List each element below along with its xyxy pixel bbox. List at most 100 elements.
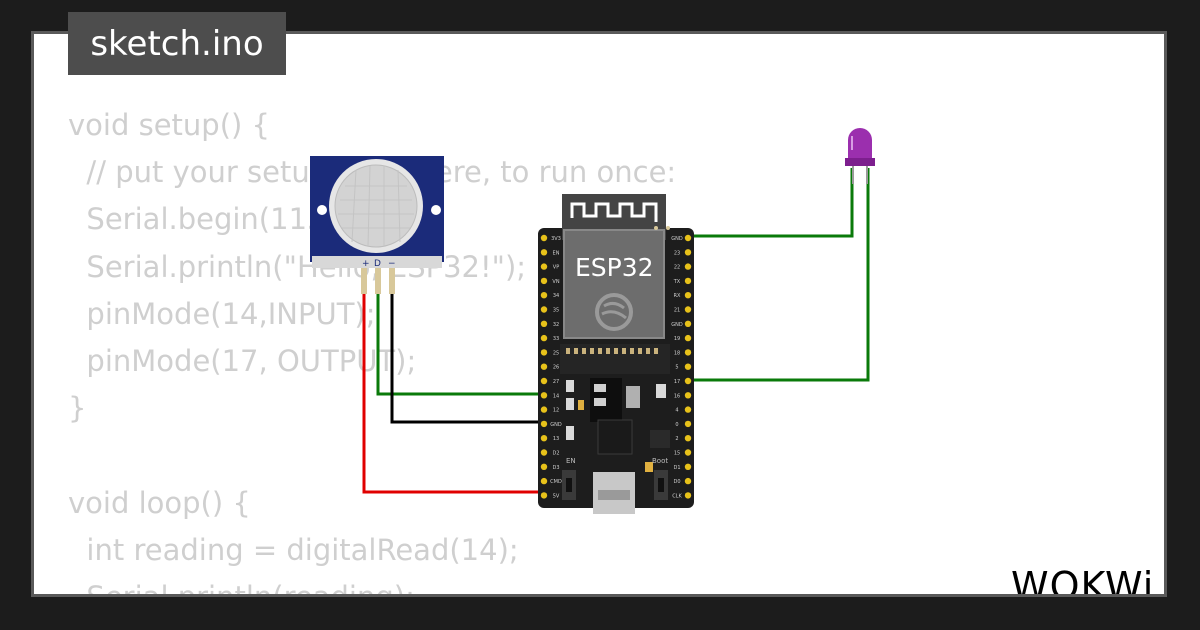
wire-pir-gnd — [390, 270, 545, 424]
wire-17-led — [690, 168, 870, 382]
esp32-board[interactable]: ESP32 EN Boot — [538, 194, 694, 514]
pin-label: D2 — [552, 451, 559, 457]
pin-label: 25 — [553, 350, 559, 356]
wire-gnd-led — [690, 168, 854, 238]
pin-right-5[interactable] — [684, 306, 692, 313]
pin-left-1[interactable] — [540, 249, 548, 256]
pin-label: 5 — [675, 365, 678, 371]
code-line: void setup() { — [68, 108, 270, 142]
pin-right-14[interactable] — [684, 435, 692, 442]
pin-right-6[interactable] — [684, 320, 692, 327]
pin-label: 4 — [675, 408, 678, 414]
pin-label: D3 — [552, 465, 559, 471]
boot-button-label: Boot — [652, 457, 668, 465]
pin-label: 12 — [553, 408, 559, 414]
pin-label: VN — [552, 279, 559, 285]
pin-label: 17 — [674, 379, 680, 385]
pin-left-9[interactable] — [540, 363, 548, 370]
circuit-diagram: + D − ESP32 — [310, 128, 875, 514]
pin-left-6[interactable] — [540, 320, 548, 327]
esp32-chip-label: ESP32 — [575, 253, 654, 282]
pin-label: 14 — [553, 393, 559, 399]
pin-label: 33 — [553, 336, 559, 342]
pin-label: 32 — [553, 322, 559, 328]
pin-left-11[interactable] — [540, 392, 548, 399]
pin-label: 5V — [553, 493, 560, 499]
pin-label: 18 — [674, 350, 680, 356]
pin-left-4[interactable] — [540, 292, 548, 299]
pin-label: 26 — [553, 365, 559, 371]
led[interactable] — [845, 128, 875, 184]
pin-right-8[interactable] — [684, 349, 692, 356]
pin-label: D1 — [673, 465, 680, 471]
pin-left-10[interactable] — [540, 377, 548, 385]
code-line: Serial.println(reading); — [68, 574, 676, 594]
pin-right-18[interactable] — [684, 492, 692, 499]
pin-left-13[interactable] — [540, 420, 548, 428]
pir-pin-data-label: D — [374, 259, 381, 269]
pin-label: GND — [671, 322, 683, 328]
pin-label: CLK — [672, 493, 682, 499]
pin-label: 16 — [674, 393, 680, 399]
pin-label: RX — [674, 293, 681, 299]
pin-right-15[interactable] — [684, 449, 692, 456]
pin-left-2[interactable] — [540, 263, 548, 270]
pin-left-16[interactable] — [540, 463, 548, 470]
en-button[interactable] — [562, 470, 576, 500]
pin-label: 2 — [675, 436, 678, 442]
pin-left-15[interactable] — [540, 449, 548, 456]
pin-label: 3V3 — [551, 236, 561, 242]
code-line: pinMode(14,INPUT); — [68, 296, 376, 331]
pin-right-3[interactable] — [684, 277, 692, 285]
pir-pin-gnd-label: − — [388, 259, 396, 269]
pin-right-11[interactable] — [684, 392, 692, 399]
pin-right-7[interactable] — [684, 334, 692, 342]
pin-right-0[interactable] — [684, 234, 692, 242]
pin-right-9[interactable] — [684, 363, 692, 370]
pin-left-18[interactable] — [540, 492, 548, 499]
boot-button[interactable] — [654, 470, 668, 500]
pin-left-0[interactable] — [540, 234, 548, 242]
wokwi-logo: WOKWi — [1011, 564, 1155, 594]
pin-left-3[interactable] — [540, 277, 548, 285]
pir-pin-vcc-label: + — [362, 259, 370, 269]
pin-label: 22 — [674, 265, 680, 271]
pin-label: GND — [550, 422, 562, 428]
pin-label: TX — [673, 279, 681, 285]
pin-right-12[interactable] — [684, 406, 692, 413]
pin-left-17[interactable] — [540, 477, 548, 485]
pin-right-16[interactable] — [684, 463, 692, 470]
pin-left-7[interactable] — [540, 334, 548, 342]
pin-right-2[interactable] — [684, 263, 692, 270]
pin-left-12[interactable] — [540, 406, 548, 413]
wire-pir-data — [376, 270, 545, 396]
pin-left-14[interactable] — [540, 435, 548, 442]
pin-label: D0 — [673, 479, 680, 485]
pin-right-4[interactable] — [684, 292, 692, 299]
pin-right-17[interactable] — [684, 477, 692, 485]
preview-card: void setup() { // put your setup code he… — [34, 34, 1164, 594]
pin-label: VP — [553, 265, 559, 271]
pin-left-5[interactable] — [540, 306, 548, 313]
pir-sensor[interactable]: + D − — [310, 156, 444, 294]
pin-label: 15 — [674, 451, 680, 457]
pin-label: 34 — [553, 293, 559, 299]
pin-left-8[interactable] — [540, 349, 548, 356]
pin-label: GND — [671, 236, 683, 242]
pin-label: 35 — [553, 308, 559, 314]
pin-label: 13 — [553, 436, 559, 442]
wire-pir-vcc — [362, 270, 545, 494]
pin-right-1[interactable] — [684, 249, 692, 256]
pin-label: CMD — [550, 479, 562, 485]
en-button-label: EN — [566, 457, 576, 465]
usb-port — [593, 472, 635, 514]
code-line: int reading = digitalRead(14); — [68, 532, 519, 567]
pin-right-10[interactable] — [684, 377, 692, 385]
code-line: void loop() { — [68, 485, 251, 520]
pin-label: EN — [553, 250, 560, 256]
pin-label: 27 — [553, 379, 559, 385]
code-line: } — [68, 391, 87, 426]
pin-right-13[interactable] — [684, 420, 692, 428]
